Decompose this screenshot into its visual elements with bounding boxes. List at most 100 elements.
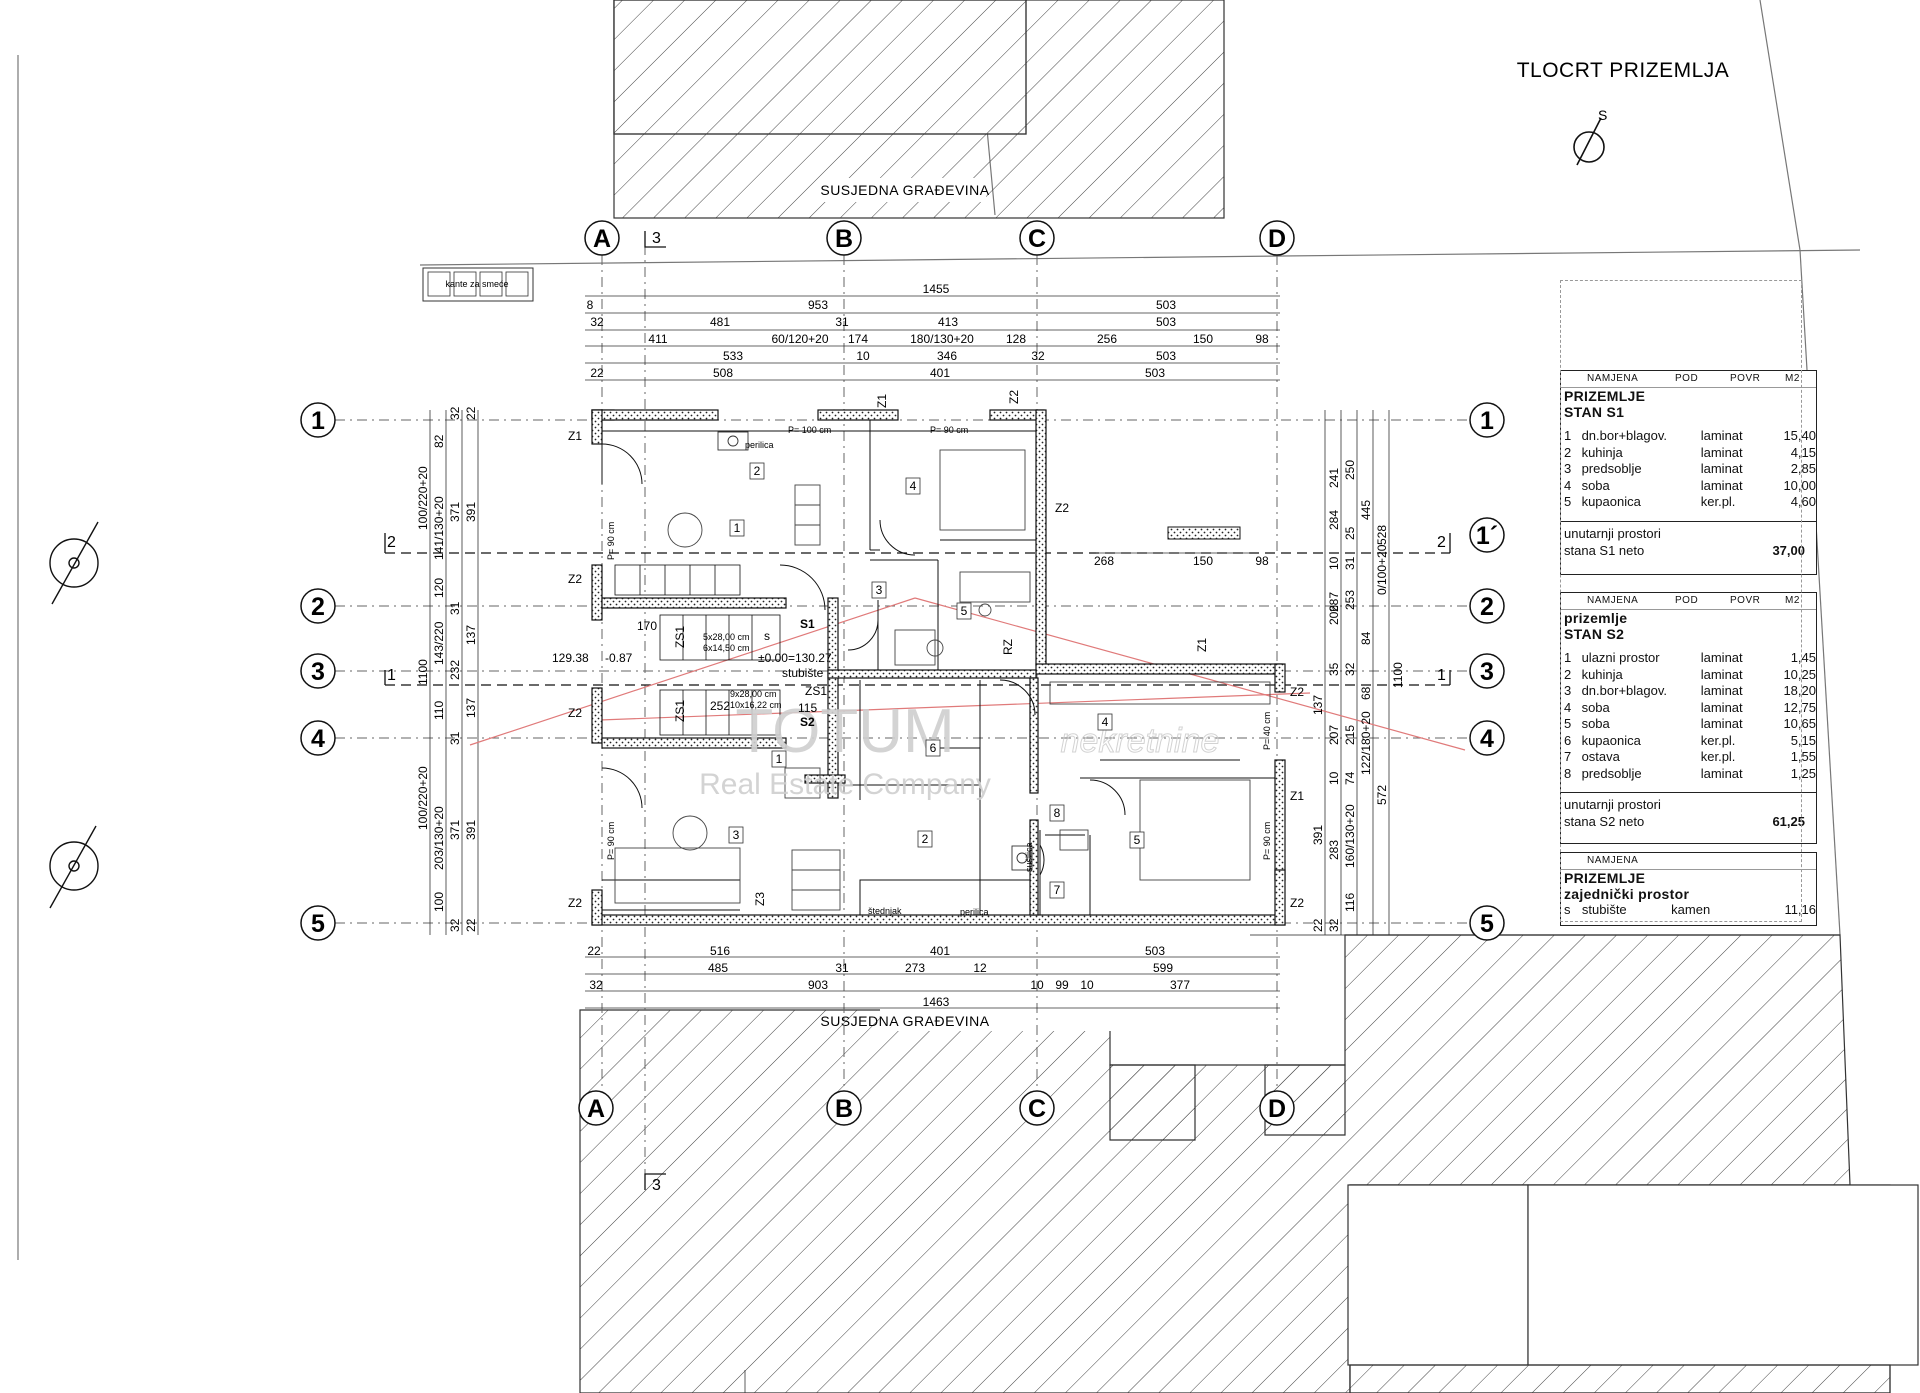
label-z1-d: Z1 (1195, 638, 1209, 652)
table-total: 37,00 (1772, 542, 1805, 558)
dim-right: 528 (1375, 525, 1389, 545)
dims-top: 1455 953 503 481 31 413 503 411 60/120+2… (587, 282, 1269, 380)
furniture (614, 449, 1271, 911)
dim-left: 31 (448, 601, 462, 615)
label-s: s (764, 629, 770, 643)
grid-bubble-c-bottom: C (1028, 1095, 1046, 1123)
dim-top: 503 (1145, 366, 1165, 380)
room-s1-5: 5 (961, 604, 968, 618)
dim-top: 32 (1031, 349, 1045, 363)
label-zs1-c: ZS1 (805, 684, 827, 698)
neighbor-building-top (613, 0, 1225, 219)
label-p90-a: P= 90 cm (930, 425, 968, 435)
dim-right: 287 (1327, 592, 1341, 612)
partitions (602, 420, 1275, 916)
dim-bottom: 599 (1153, 961, 1173, 975)
dim-top: 150 (1193, 332, 1213, 346)
grid-bubble-d-top: D (1268, 225, 1286, 253)
label-z2-g: Z2 (1007, 390, 1021, 404)
dim-left: 1100 (416, 659, 430, 685)
dim-right: 253 (1343, 590, 1357, 610)
dim-right: 22 (1311, 918, 1325, 932)
table-header: NAMJENA POD POVR M2 (1561, 593, 1816, 610)
label-stair-dims-2: 6x14,50 cm (703, 643, 750, 653)
grid-bubble-b-top: B (835, 225, 853, 253)
label-p40: P= 40 cm (1262, 712, 1272, 750)
room-s2-3: 3 (733, 828, 740, 842)
dim-right: 572 (1375, 785, 1389, 805)
watermark: TOTUM Real Estate Company nekretnine (699, 697, 1220, 801)
dim-right: 32 (1343, 662, 1357, 676)
label-level-left: 129.38 (552, 651, 589, 665)
dim-top: 508 (713, 366, 733, 380)
dim-right: 32 (1327, 918, 1341, 932)
label-z2-c: Z2 (568, 896, 582, 910)
dim-top: 128 (1006, 332, 1026, 346)
dim-right: 25 (1343, 526, 1357, 540)
label-stair-word: stubište (782, 666, 824, 680)
dim-bottom: 22 (587, 944, 601, 958)
dim-right: 206 (1327, 605, 1341, 625)
dim-bottom: 485 (708, 961, 728, 975)
grid-bubble-1-right: 1 (1480, 407, 1494, 435)
dim-right: 215 (1343, 725, 1357, 745)
trash-bins: kante za smeće (422, 267, 534, 302)
dim-right: 160/130+20 (1343, 804, 1357, 868)
room-s2-8: 8 (1054, 806, 1061, 820)
label-z3: Z3 (753, 892, 767, 906)
grid-bubbles-letters (578, 220, 1295, 1126)
label-rz: RZ (1001, 639, 1015, 655)
dim-left: 143/220 (432, 621, 446, 665)
grid-bubble-2-left: 2 (311, 593, 325, 621)
grid-bubble-b-bottom: B (835, 1095, 853, 1123)
label-stair-level: ±0.00=130.27 (758, 651, 832, 665)
dim-top: 481 (710, 315, 730, 329)
grid-bubble-3-left: 3 (311, 658, 325, 686)
dim-top: 503 (1156, 298, 1176, 312)
neighbor-building-bottom (579, 934, 1919, 1393)
section-mark-1-left: 1 (387, 667, 396, 684)
dim-top: 32 (590, 315, 604, 329)
dim-top: 98 (1255, 332, 1269, 346)
section-mark-2-right: 2 (1437, 534, 1446, 551)
section-mark-bottom: 3 (652, 1177, 661, 1194)
north-label: S (1598, 107, 1608, 123)
dims-mid: 268 150 98 (1094, 554, 1269, 568)
dim-bottom: 32 (589, 978, 603, 992)
dim-top: 503 (1156, 315, 1176, 329)
label-z2-e: Z2 (1290, 685, 1304, 699)
section-markers (384, 231, 1451, 1190)
dim-left: 203/130+20 (432, 806, 446, 870)
table-section-subtitle: STAN S1 (1564, 404, 1625, 420)
label-z1-b: Z1 (1290, 789, 1304, 803)
label-z2-d: Z2 (1055, 501, 1069, 515)
table-section-title: PRIZEMLJE (1564, 388, 1646, 404)
label-stair-dims-3: 9x28,00 cm (730, 689, 777, 699)
dim-right: 207 (1327, 725, 1341, 745)
label-p90-b: P= 90 cm (606, 522, 616, 560)
table-section-title: prizemlje (1564, 610, 1628, 626)
dim-left: 110 (432, 701, 446, 720)
dim-right: 68 (1359, 686, 1373, 700)
dim-mid: 150 (1193, 554, 1213, 568)
drawing-title: TLOCRT PRIZEMLJA (1517, 59, 1730, 82)
section-mark-top: 3 (652, 230, 661, 247)
dim-left: 391 (464, 820, 478, 840)
dim-left: 137 (464, 625, 478, 645)
label-z2-f: Z2 (1290, 896, 1304, 910)
room-s1-1: 1 (734, 521, 741, 535)
dim-bottom: 377 (1170, 978, 1190, 992)
dim-left: 22 (464, 918, 478, 932)
room-numbers-s2: 1 2 3 4 5 6 7 8 (728, 713, 1145, 899)
